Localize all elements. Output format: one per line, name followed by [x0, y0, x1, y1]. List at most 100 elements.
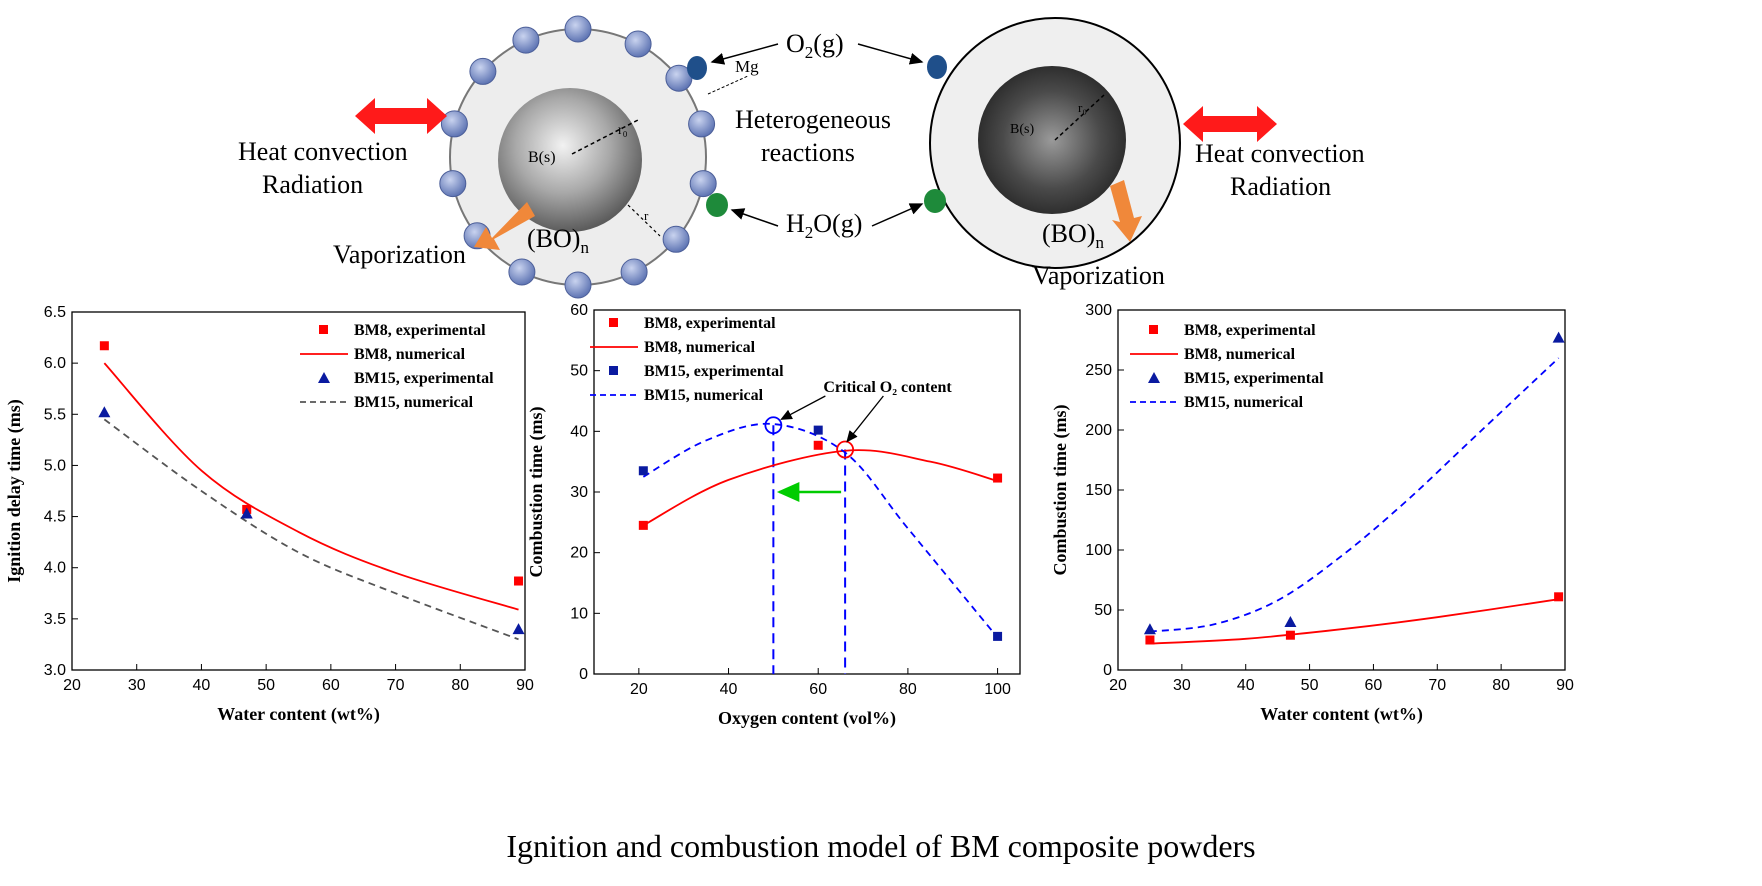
y-tick-label: 6.0: [44, 355, 66, 372]
annotation-arrow: [780, 395, 826, 420]
o2-molecule-left: [687, 56, 707, 80]
o2-arrow-right: [857, 43, 924, 65]
critical-point-marker: [836, 440, 855, 459]
x-tick-label: 20: [63, 677, 81, 694]
annotation-arrow: [846, 395, 884, 443]
data-point: [99, 341, 109, 351]
h2o-label: H2O(g): [786, 209, 862, 242]
mg-particle: [512, 26, 540, 54]
legend-swatch: [319, 325, 328, 334]
data-point: [240, 507, 253, 519]
legend-swatch: [609, 366, 618, 375]
x-tick-label: 30: [1173, 677, 1191, 694]
data-point: [1145, 635, 1155, 645]
y-tick-label: 3.0: [44, 662, 66, 679]
y-tick-label: 6.5: [44, 304, 66, 321]
x-tick-label: 50: [1301, 677, 1319, 694]
y-axis-title: Combustion time (ms): [526, 407, 547, 578]
series-line: [642, 449, 998, 527]
critical-point-marker: [764, 416, 783, 435]
data-point: [813, 425, 823, 435]
data-point: [512, 623, 525, 635]
radius-label-right: r₀: [1078, 100, 1087, 115]
y-axis-title: Ignition delay time (ms): [4, 399, 25, 583]
mg-leader-line: [707, 75, 749, 95]
y-tick-label: 20: [570, 545, 588, 562]
y-tick-label: 100: [1085, 542, 1112, 559]
legend-label: BM8, experimental: [1184, 322, 1316, 339]
heat-left-line1: Heat convection: [238, 137, 408, 166]
series-line: [642, 422, 999, 639]
core-label-right: B(s): [1010, 122, 1034, 137]
x-tick-label: 100: [984, 681, 1011, 698]
figure-caption: Ignition and combustion model of BM comp…: [506, 828, 1255, 864]
legend-label: BM15, numerical: [354, 394, 474, 411]
left-particle: B(s) r₀ r Mg: [439, 15, 759, 299]
x-tick-label: 50: [257, 677, 275, 694]
y-tick-label: 50: [570, 363, 588, 380]
legend-label: BM8, numerical: [644, 339, 756, 356]
x-tick-label: 40: [720, 681, 738, 698]
mg-particle: [564, 271, 592, 299]
legend-label: BM8, experimental: [354, 322, 486, 339]
y-tick-label: 0: [1103, 662, 1112, 679]
mg-label: Mg: [735, 57, 759, 76]
y-tick-label: 30: [570, 484, 588, 501]
legend-swatch: [318, 372, 330, 383]
y-tick-label: 4.5: [44, 509, 66, 526]
data-point: [993, 473, 1003, 483]
mg-particle: [620, 258, 648, 286]
series-line: [1149, 598, 1559, 645]
legend-label: BM15, numerical: [1184, 394, 1304, 411]
x-axis-title: Water content (wt%): [217, 704, 380, 725]
vapor-arrow-right: [1110, 180, 1142, 242]
product-label-left: (BO)n: [527, 224, 589, 257]
series-line: [1149, 357, 1560, 633]
y-tick-label: 150: [1085, 482, 1112, 499]
x-tick-label: 40: [1237, 677, 1255, 694]
o2-label: O2(g): [786, 29, 844, 62]
y-tick-label: 250: [1085, 362, 1112, 379]
x-tick-label: 20: [630, 681, 648, 698]
plot-frame: [71, 311, 526, 671]
y-tick-label: 5.0: [44, 457, 66, 474]
y-tick-label: 300: [1085, 302, 1112, 319]
core-label: B(s): [528, 149, 556, 166]
data-point: [638, 520, 648, 530]
o2-molecule-right: [927, 55, 947, 79]
data-point: [1552, 331, 1565, 343]
legend-swatch: [609, 318, 618, 327]
x-tick-label: 90: [516, 677, 534, 694]
y-axis-title: Combustion time (ms): [1050, 405, 1071, 576]
data-point: [993, 631, 1003, 641]
y-tick-label: 50: [1094, 602, 1112, 619]
vaporization-label-right: Vaporization: [1032, 261, 1165, 290]
x-tick-label: 30: [128, 677, 146, 694]
h2o-molecule-left: [706, 193, 728, 217]
legend-label: BM8, numerical: [1184, 346, 1296, 363]
shell-thickness-line: [627, 204, 661, 237]
x-tick-label: 90: [1556, 677, 1574, 694]
x-tick-label: 60: [322, 677, 340, 694]
y-tick-label: 0: [579, 666, 588, 683]
mg-particle: [508, 258, 536, 286]
heat-arrow-right: [1183, 106, 1277, 142]
legend-label: BM8, experimental: [644, 315, 776, 332]
legend-label: BM8, numerical: [354, 346, 466, 363]
mg-particle: [439, 170, 467, 198]
mg-particle: [440, 110, 468, 138]
x-tick-label: 80: [451, 677, 469, 694]
legend-label: BM15, experimental: [1184, 370, 1324, 387]
boron-core: [498, 88, 642, 232]
x-tick-label: 80: [899, 681, 917, 698]
ignition-model-diagram: B(s) r₀ r Mg B(s) r₀ O2(g) H2O(g) Hetero…: [238, 15, 1365, 299]
legend-swatch: [1148, 372, 1160, 383]
x-tick-label: 60: [809, 681, 827, 698]
vapor-arrow-left: [474, 202, 535, 250]
vaporization-label-left: Vaporization: [333, 240, 466, 269]
data-point: [514, 576, 524, 586]
x-tick-label: 70: [387, 677, 405, 694]
